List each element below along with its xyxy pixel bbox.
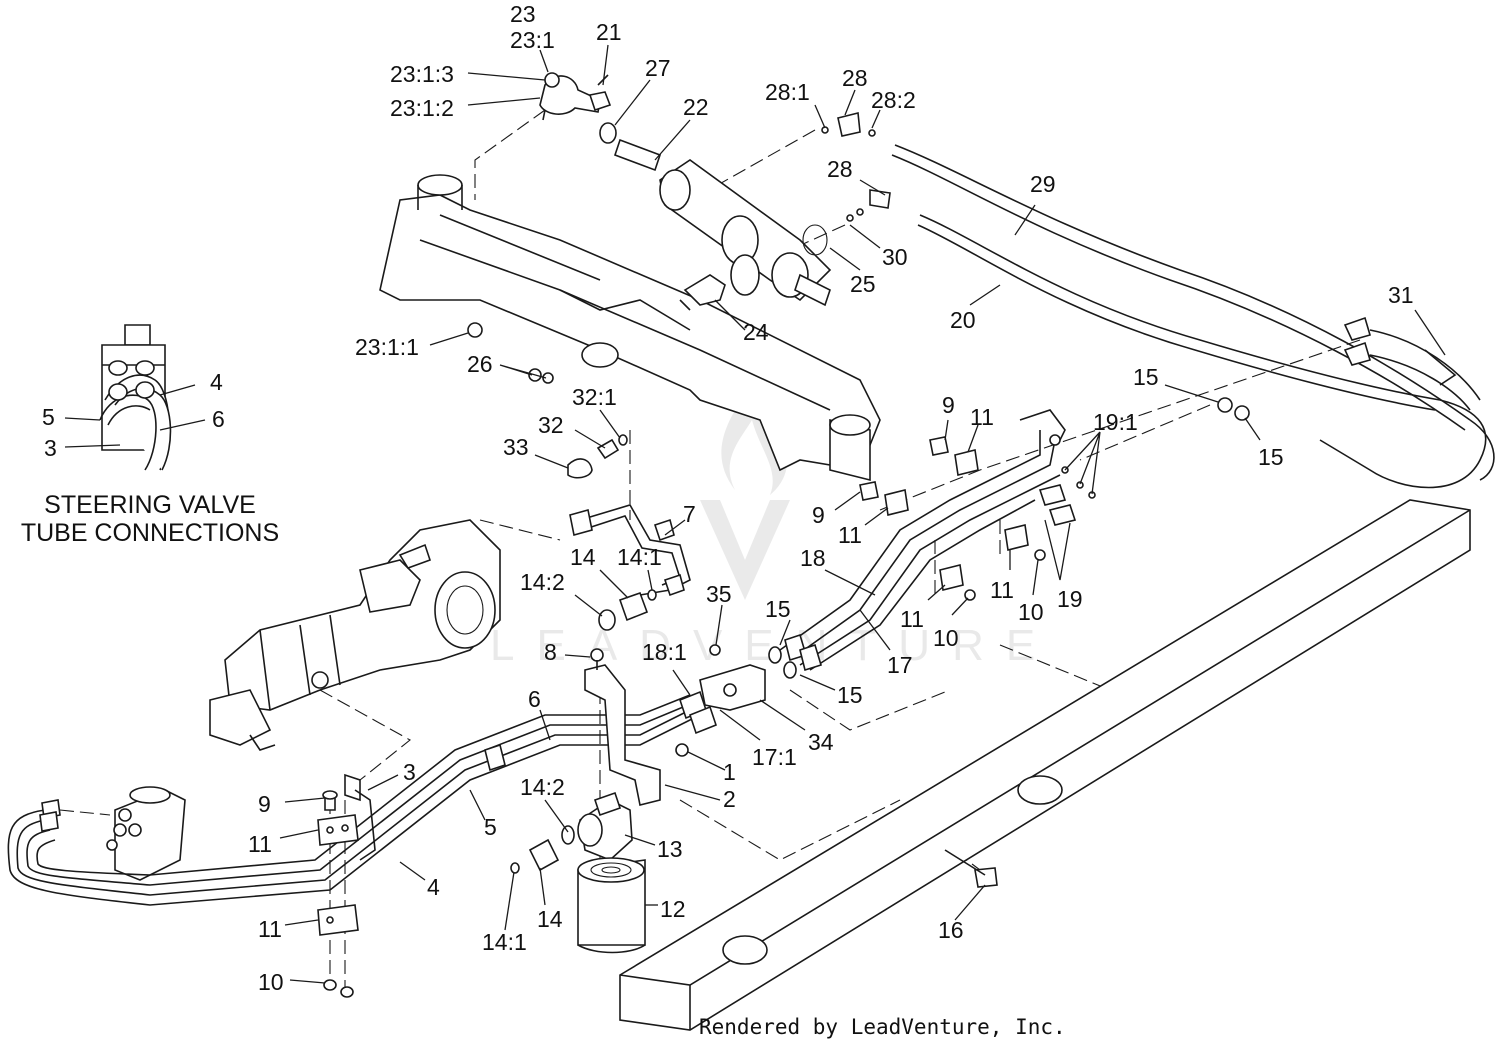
callout-14-2-a: 14:2 xyxy=(520,569,565,595)
callout-11-c: 11 xyxy=(990,577,1014,603)
callout-18-1: 18:1 xyxy=(642,639,687,665)
callout-14-1-a: 14:1 xyxy=(617,544,662,570)
tube-clamps-upper xyxy=(859,436,1046,601)
callout-2: 2 xyxy=(723,786,736,812)
steering-cylinder xyxy=(467,72,832,384)
callout-14-1-b: 14:1 xyxy=(482,929,527,955)
inset-caption-line-2: TUBE CONNECTIONS xyxy=(21,519,279,547)
callout-6: 6 xyxy=(528,686,541,712)
callout-22: 22 xyxy=(683,94,709,120)
callout-18: 18 xyxy=(800,545,826,571)
callout-11-e: 11 xyxy=(248,831,272,857)
callout-9-b: 9 xyxy=(812,502,825,528)
callout-7: 7 xyxy=(683,501,696,527)
callout-28-1: 28:1 xyxy=(765,79,810,105)
frame-rail xyxy=(619,499,1471,1031)
callout-35: 35 xyxy=(706,581,732,607)
callout-10-b: 10 xyxy=(933,625,959,651)
callout-4: 4 xyxy=(427,874,440,900)
assembly-dash-lines xyxy=(59,109,1361,990)
callout-17: 17 xyxy=(887,652,913,678)
callout-3: 3 xyxy=(403,759,416,785)
callout-14-a: 14 xyxy=(570,544,596,570)
front-axle xyxy=(379,174,881,482)
callout-29: 29 xyxy=(1030,171,1056,197)
callout-15-c: 15 xyxy=(765,596,791,622)
callout-10-a: 10 xyxy=(1018,599,1044,625)
callout-8: 8 xyxy=(544,639,557,665)
callout-26: 26 xyxy=(467,351,493,377)
callout-34: 34 xyxy=(808,729,834,755)
callout-17-1: 17:1 xyxy=(752,744,797,770)
watermark-text: LEADVENTURE xyxy=(490,621,1057,670)
callout-32-1: 32:1 xyxy=(572,384,617,410)
callout-5: 5 xyxy=(484,814,497,840)
callout-4-inset: 4 xyxy=(210,369,223,395)
callout-15-a: 15 xyxy=(1133,364,1159,390)
tube-clamps-lower xyxy=(317,790,359,998)
callout-24: 24 xyxy=(743,319,769,345)
callout-16: 16 xyxy=(938,917,964,943)
callout-28-2: 28:2 xyxy=(871,87,916,113)
callout-32: 32 xyxy=(538,412,564,438)
callout-15-d: 15 xyxy=(837,682,863,708)
callout-11-b: 11 xyxy=(838,522,862,548)
hydraulic-pump xyxy=(209,519,501,751)
callout-31: 31 xyxy=(1388,282,1414,308)
pump-tube-and-fittings xyxy=(567,434,691,631)
callout-33: 33 xyxy=(503,434,529,460)
callout-3-inset: 3 xyxy=(44,435,57,461)
callout-25: 25 xyxy=(850,271,876,297)
callout-10-c: 10 xyxy=(258,969,284,995)
callout-23: 23 xyxy=(510,1,536,27)
callout-6-inset: 6 xyxy=(212,406,225,432)
leader-lines xyxy=(64,44,1446,984)
steering-tubes xyxy=(7,690,717,906)
callout-13: 13 xyxy=(657,836,683,862)
callout-5-inset: 5 xyxy=(42,404,55,430)
hydraulic-filter xyxy=(510,791,646,954)
callout-1: 1 xyxy=(723,759,736,785)
render-credit: Rendered by LeadVenture, Inc. xyxy=(699,1015,1066,1039)
callout-23-1-2: 23:1:2 xyxy=(390,95,454,121)
inset-caption-line-1: STEERING VALVE xyxy=(44,491,256,519)
callout-9-c: 9 xyxy=(258,791,271,817)
callout-11-a: 11 xyxy=(970,404,994,430)
callout-20: 20 xyxy=(950,307,976,333)
callout-28-a: 28 xyxy=(842,65,868,91)
callout-21: 21 xyxy=(596,19,622,45)
callout-9-a: 9 xyxy=(942,392,955,418)
watermark-logo: LEADVENTURE xyxy=(490,395,1057,670)
callout-27: 27 xyxy=(645,55,671,81)
callout-23-1-3: 23:1:3 xyxy=(390,61,454,87)
callout-14-b: 14 xyxy=(537,906,563,932)
callout-19-1: 19:1 xyxy=(1093,409,1138,435)
callout-28-b: 28 xyxy=(827,156,853,182)
callout-11-d: 11 xyxy=(900,606,924,632)
valve-bracket xyxy=(584,644,766,806)
callout-12: 12 xyxy=(660,896,686,922)
callout-11-f: 11 xyxy=(258,916,282,942)
callout-labels: 23 23:1 23:1:3 23:1:2 21 27 22 28:1 28 2… xyxy=(42,1,1414,995)
callout-15-b: 15 xyxy=(1258,444,1284,470)
callout-23-1: 23:1 xyxy=(510,27,555,53)
steering-valve xyxy=(106,786,186,881)
callout-23-1-1: 23:1:1 xyxy=(355,334,419,360)
callout-14-2-b: 14:2 xyxy=(520,774,565,800)
callout-30: 30 xyxy=(882,244,908,270)
steering-valve-inset: STEERING VALVE TUBE CONNECTIONS xyxy=(21,324,279,547)
callout-19: 19 xyxy=(1057,586,1083,612)
